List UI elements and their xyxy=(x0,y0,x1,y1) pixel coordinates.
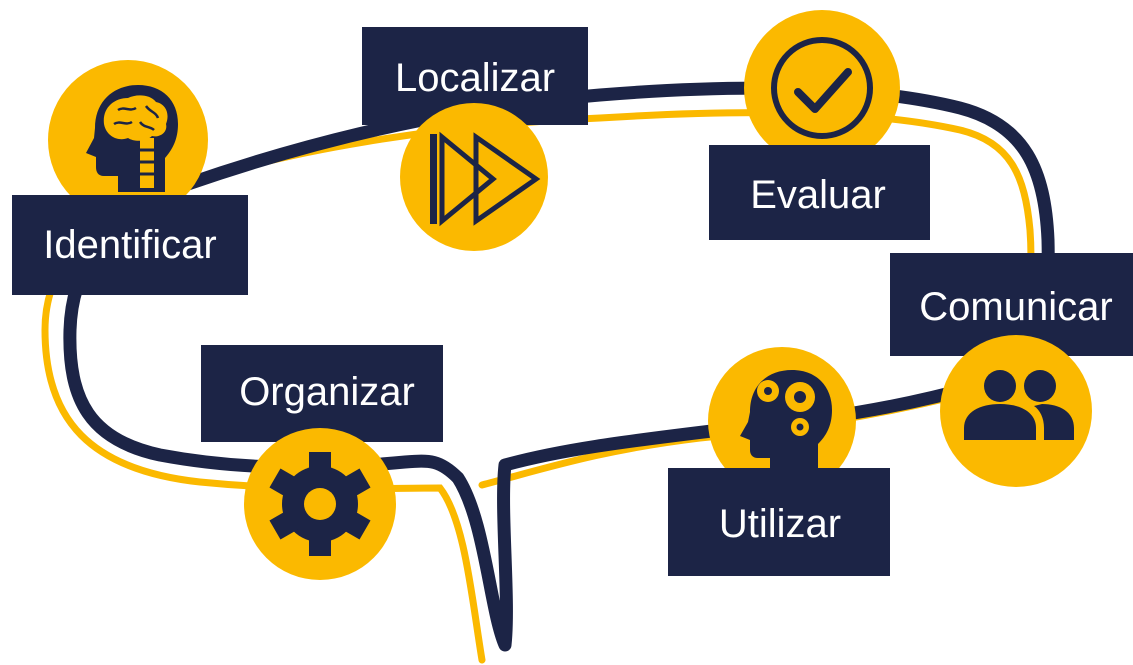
step-evaluar: Evaluar xyxy=(709,10,930,240)
evaluar-label-box xyxy=(709,145,930,240)
cog-icon xyxy=(269,452,371,556)
users-icon xyxy=(964,370,1074,440)
evaluar-disc xyxy=(744,10,900,166)
gears-head-icon xyxy=(740,370,832,474)
step-utilizar: Utilizar xyxy=(668,347,890,576)
step-comunicar: Comunicar xyxy=(890,253,1133,487)
localizar-label: Localizar xyxy=(395,56,555,100)
comunicar-label: Comunicar xyxy=(919,285,1112,329)
evaluar-label: Evaluar xyxy=(750,173,886,217)
brain-head-icon xyxy=(86,85,178,192)
step-organizar: Organizar xyxy=(201,345,443,580)
step-localizar: Localizar xyxy=(362,27,588,251)
fast-forward-icon xyxy=(430,131,541,227)
organizar-label: Organizar xyxy=(239,370,415,414)
step-identificar: Identificar xyxy=(12,60,248,295)
utilizar-label: Utilizar xyxy=(719,502,841,546)
identificar-label: Identificar xyxy=(43,223,216,267)
check-circle-icon xyxy=(771,37,873,139)
utilizar-label-box xyxy=(668,468,890,576)
organizar-label-box xyxy=(201,345,443,442)
identificar-label-box xyxy=(12,195,248,295)
